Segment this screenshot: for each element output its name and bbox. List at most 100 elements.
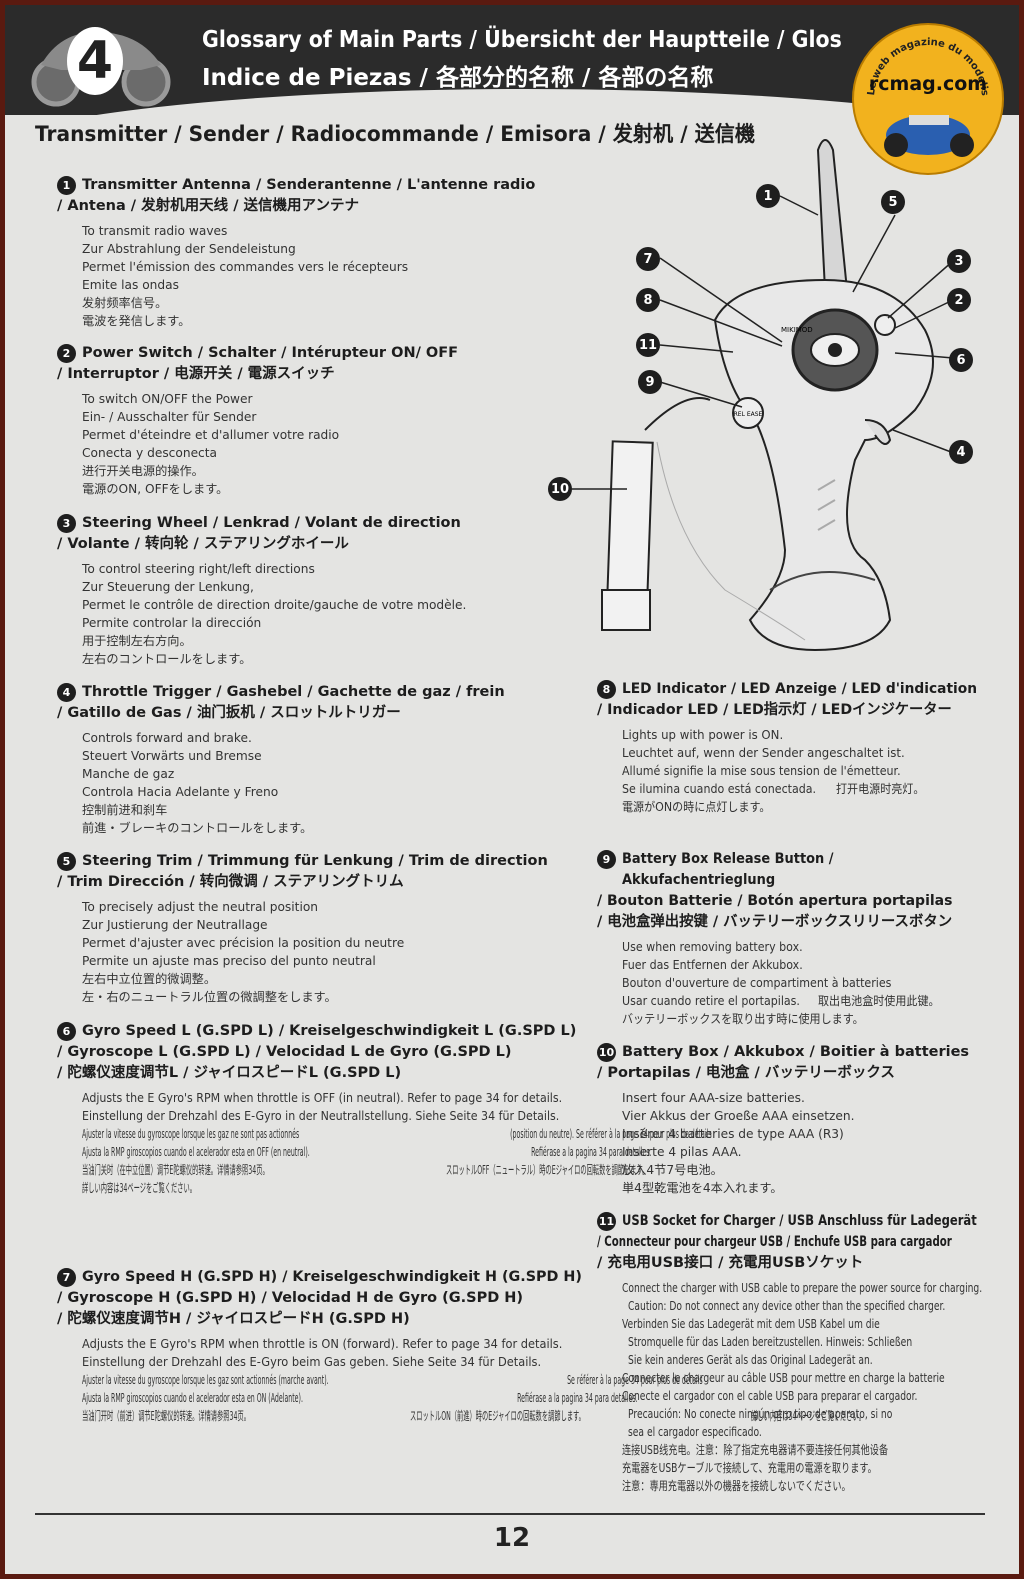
description-line: Einstellung der Drehzahl des E-Gyro in d… [82, 1109, 560, 1123]
description-line: Se ilumina cuando está conectada. [622, 782, 817, 796]
description-line: Insert four AAA-size batteries. [622, 1091, 805, 1105]
item-number-badge: 7 [57, 1268, 76, 1287]
item-number-badge: 3 [57, 514, 76, 533]
item-heading-row: / Gyroscope H (G.SPD H) / Velocidad H de… [57, 1288, 1019, 1309]
item-heading: / Gatillo de Gas / 油门扳机 / スロットルトリガー [57, 705, 401, 721]
description-line: Steuert Vorwärts und Bremse [82, 749, 262, 763]
description-line: 左右中立位置的微调整。 [82, 972, 217, 986]
rcmag-logo: Le web magazine du modelisme rcmag.com [852, 23, 1004, 175]
description-line: Use when removing battery box. [622, 940, 803, 954]
callout-2: 2 [947, 288, 971, 312]
logo-label: rcmag.com [868, 73, 988, 95]
item-heading-row: 1 Transmitter Antenna / Senderantenne / L… [57, 175, 535, 196]
description-line: 前進・ブレーキのコントロールをします。 [82, 821, 313, 835]
item-heading: / 充电用USB接口 / 充電用USBソケット [597, 1255, 864, 1271]
description-line: 電源のON, OFFをします。 [82, 482, 229, 496]
item-heading: / Gyroscope L (G.SPD L) / Velocidad L de… [57, 1044, 512, 1060]
callout-4: 4 [949, 440, 973, 464]
description-line: 充電器をUSBケーブルで接続して、充電用の電源を取ります。 [622, 1461, 877, 1475]
item-heading: Transmitter Antenna / Senderantenne / L'… [82, 177, 536, 193]
description-line: Conecte el cargador con el cable USB par… [622, 1389, 918, 1403]
transmitter-diagram: REL EASE MIKIMOD 1 [535, 120, 1005, 680]
description-line: 当油门开时（前进）调节E陀螺仪的转速。详情请参照34页。 [82, 1409, 250, 1423]
description-line: Conecta y desconecta [82, 446, 218, 460]
item-heading: / Indicador LED / LED指示灯 / LEDインジケーター [597, 702, 952, 718]
description-line: (position du neutre). Se référer à la pa… [510, 1127, 712, 1141]
item-description: Adjusts the E Gyro's RPM when throttle i… [82, 1335, 1019, 1425]
callout-9: 9 [638, 370, 662, 394]
description-line: Permet d'ajuster avec précision la posit… [82, 936, 405, 950]
item-description: To precisely adjust the neutral position… [82, 898, 548, 1006]
item-heading: / Antena / 发射机用天线 / 送信機用アンテナ [57, 198, 359, 214]
description-line: To transmit radio waves [82, 224, 228, 238]
item-number-badge: 4 [57, 683, 76, 702]
item-heading-row: / Interruptor / 电源开关 / 電源スイッチ [57, 364, 458, 385]
description-line: Ajuster la vitesse du gyroscope lorsque … [82, 1127, 300, 1141]
glossary-item-1: 1 Transmitter Antenna / Senderantenne / L… [57, 175, 535, 330]
description-line: スロットルOFF（ニュートラル）時のEジャイロの回転数を調節します。 [446, 1163, 649, 1177]
item-description: Adjusts the E Gyro's RPM when throttle i… [82, 1089, 1019, 1197]
chapter-number: 4 [67, 27, 123, 95]
description-line: Stromquelle für das Laden bereitzustelle… [628, 1335, 913, 1349]
description-line: Controla Hacia Adelante y Freno [82, 785, 279, 799]
item-number-badge: 1 [57, 176, 76, 195]
item-heading: / Connecteur pour chargeur USB / Enchufe… [597, 1234, 952, 1250]
item-heading-row: / Indicador LED / LED指示灯 / LEDインジケーター [597, 700, 1019, 721]
description-line: Sie kein anderes Gerät als das Original … [628, 1353, 873, 1367]
glossary-item-4: 4 Throttle Trigger / Gashebel / Gachette … [57, 682, 505, 837]
item-heading: / 陀螺仪速度调节H / ジャイロスピードH (G.SPD H) [57, 1311, 410, 1327]
item-heading-row: / 充电用USB接口 / 充電用USBソケット [597, 1253, 1019, 1274]
description-line: Adjusts the E Gyro's RPM when throttle i… [82, 1337, 563, 1351]
item-number-badge: 8 [597, 680, 616, 699]
callout-11: 11 [636, 333, 660, 357]
description-line: 詳しい内容は34ページをご覧ください。 [751, 1409, 866, 1423]
item-heading: Throttle Trigger / Gashebel / Gachette d… [82, 684, 505, 700]
description-line: Refiérase a la pagina 34 para detalles. [517, 1391, 638, 1405]
callout-5: 5 [881, 190, 905, 214]
item-heading-row: / Bouton Batterie / Botón apertura porta… [597, 891, 1019, 912]
page-number: 12 [493, 1523, 531, 1553]
description-line: 放入4节7号电池。 [622, 1163, 723, 1177]
item-heading: Steering Wheel / Lenkrad / Volant de dir… [82, 515, 461, 531]
item-heading: / Interruptor / 电源开关 / 電源スイッチ [57, 366, 335, 382]
description-line: 電波を発信します。 [82, 314, 191, 328]
description-line: Se référer à la page 34 pour plus de dét… [567, 1373, 704, 1387]
description-line: Refiérase a la pagina 34 para detalles. [530, 1145, 652, 1159]
footer-rule [35, 1513, 985, 1515]
item-heading: Battery Box Release Button / Akkufachent… [622, 851, 834, 888]
description-line: Emite las ondas [82, 278, 179, 292]
description-line: Manche de gaz [82, 767, 175, 781]
description-line: Vier Akkus der Groeße AAA einsetzen. [622, 1109, 855, 1123]
description-line: 左・右のニュートラル位置の微調整をします。 [82, 990, 337, 1004]
item-number-badge: 11 [597, 1212, 616, 1231]
item-number-badge: 6 [57, 1022, 76, 1041]
description-line: Verbinden Sie das Ladegerät mit dem USB … [622, 1317, 880, 1331]
description-line: Allumé signifie la mise sous tension de … [622, 764, 901, 778]
description-line: Connecter le chargeur au câble USB pour … [622, 1371, 945, 1385]
description-line: 发射频率信号。 [82, 296, 168, 310]
item-heading: / Bouton Batterie / Botón apertura porta… [597, 893, 953, 909]
description-line: Permite un ajuste mas preciso del punto … [82, 954, 376, 968]
callout-8: 8 [636, 288, 660, 312]
description-line: 左右のコントロールをします。 [82, 652, 252, 666]
description-line: Controls forward and brake. [82, 731, 252, 745]
item-heading: Steering Trim / Trimmung für Lenkung / T… [82, 853, 548, 869]
header-title-line2: Indice de Piezas / 各部分的名称 / 各部の名称 [202, 65, 714, 91]
description-line: Permet d'éteindre et d'allumer votre rad… [82, 428, 340, 442]
description-line: Permet le contrôle de direction droite/g… [82, 598, 467, 612]
transmitter-illustration: REL EASE MIKIMOD [572, 139, 954, 652]
callout-7: 7 [636, 247, 660, 271]
description-line: Zur Steuerung der Lenkung, [82, 580, 254, 594]
description-line: スロットルON（前進）時のEジャイロの回転数を調節します。 [409, 1409, 585, 1423]
description-line: To switch ON/OFF the Power [82, 392, 253, 406]
item-heading: / 电池盒弹出按键 / バッテリーボックスリリースボタン [597, 914, 953, 930]
